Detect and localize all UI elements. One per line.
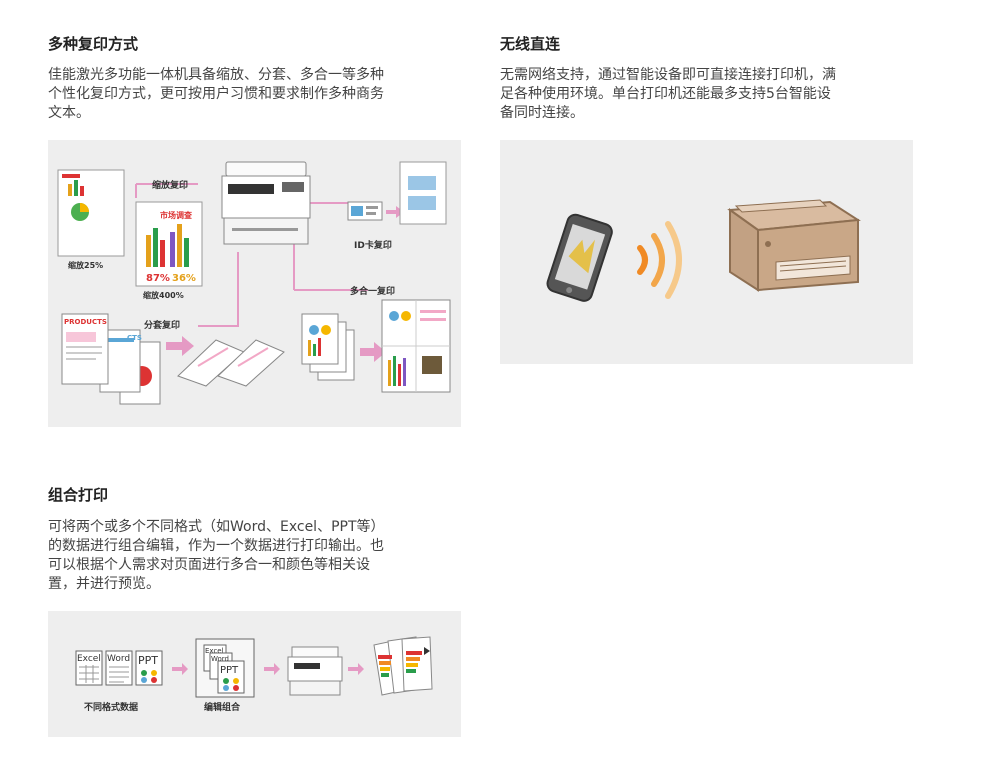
copy-modes-illustration: 市场调查 87% 36% 缩放25% 缩放400% 缩放复印: [48, 140, 461, 427]
ppt-doc-icon: PPT: [135, 650, 163, 686]
desc-line: 无需网络支持，通过智能设备即可直接连接打印机，满: [500, 67, 836, 83]
combo-section-title: 组合打印: [48, 486, 109, 504]
formats-label: 不同格式数据: [84, 701, 138, 713]
desc-line: 足各种使用环境。单台打印机还能最多支持5台智能设: [500, 86, 831, 102]
desc-line: 置，并进行预览。: [48, 576, 160, 592]
products-short-label: CTS: [127, 334, 142, 342]
id-copy-label: ID卡复印: [354, 239, 392, 251]
combo-print-graphic: Excel Word PPT 不同格式数据 Exce: [75, 636, 433, 713]
output-pages-icon: [373, 636, 433, 696]
wireless-section-description: 无需网络支持，通过智能设备即可直接连接打印机，满 足各种使用环境。单台打印机还能…: [500, 66, 920, 123]
desc-line: 备同时连接。: [500, 105, 584, 121]
edit-excel-label: Excel: [205, 647, 224, 655]
desc-line: 的数据进行组合编辑，作为一个数据进行打印输出。也: [48, 538, 384, 554]
desc-line: 个性化复印方式，更可按用户习惯和要求制作多种商务: [48, 86, 384, 102]
n36-label: 36%: [172, 273, 196, 284]
zoom-400-page-icon: 市场调查 87% 36%: [135, 201, 203, 287]
arrow-icon: [172, 663, 188, 675]
combo-section-description: 可将两个或多个不同格式（如Word、Excel、PPT等） 的数据进行组合编辑，…: [48, 518, 468, 594]
wireless-illustration: [500, 140, 913, 364]
zoom-25-label: 缩放25%: [68, 260, 103, 270]
zoom-copy-label: 缩放复印: [152, 179, 188, 191]
copy-modes-graphic: 市场调查 87% 36% 缩放25% 缩放400% 缩放复印: [57, 161, 451, 405]
excel-label: Excel: [77, 654, 101, 664]
edit-word-label: Word: [211, 655, 229, 663]
edit-label: 编辑组合: [204, 701, 241, 713]
copy-section-description: 佳能激光多功能一体机具备缩放、分套、多合一等多种 个性化复印方式，更可按用户习惯…: [48, 66, 468, 123]
desc-line: 可以根据个人需求对页面进行多合一和颜色等相关设: [48, 557, 370, 573]
wireless-section-title: 无线直连: [500, 35, 561, 53]
desc-line: 可将两个或多个不同格式（如Word、Excel、PPT等）: [48, 519, 385, 535]
sort-pages-icon: CTS PRODUCTS: [61, 313, 285, 405]
n87-label: 87%: [146, 273, 170, 284]
excel-doc-icon: Excel: [75, 650, 103, 686]
id-card-icon: [347, 161, 447, 225]
wireless-printer-icon: [727, 199, 861, 292]
ppt-label: PPT: [138, 654, 158, 667]
sort-copy-label: 分套复印: [144, 319, 180, 331]
arrow-icon: [264, 663, 280, 675]
multi-pages-icon: [301, 299, 451, 393]
zoom-400-label: 缩放400%: [143, 290, 184, 300]
wireless-graphic: [546, 199, 861, 302]
edit-combo-icon: Excel Word PPT: [195, 638, 255, 698]
desc-line: 文本。: [48, 105, 90, 121]
smartphone-icon: [546, 213, 613, 302]
combo-printer-icon: [287, 646, 343, 696]
combo-print-illustration: Excel Word PPT 不同格式数据 Exce: [48, 611, 461, 737]
wireless-signal-icon: [637, 221, 682, 299]
arrow-icon: [348, 663, 364, 675]
printer-icon: [221, 161, 311, 245]
copy-section-title: 多种复印方式: [48, 35, 139, 53]
products-label: PRODUCTS: [64, 318, 107, 326]
word-label: Word: [107, 654, 130, 664]
multi-copy-label: 多合一复印: [350, 285, 395, 297]
desc-line: 佳能激光多功能一体机具备缩放、分套、多合一等多种: [48, 67, 384, 83]
word-doc-icon: Word: [105, 650, 133, 686]
survey-label: 市场调查: [160, 210, 193, 220]
edit-ppt-label: PPT: [220, 665, 239, 676]
zoom-25-page-icon: [57, 169, 125, 257]
